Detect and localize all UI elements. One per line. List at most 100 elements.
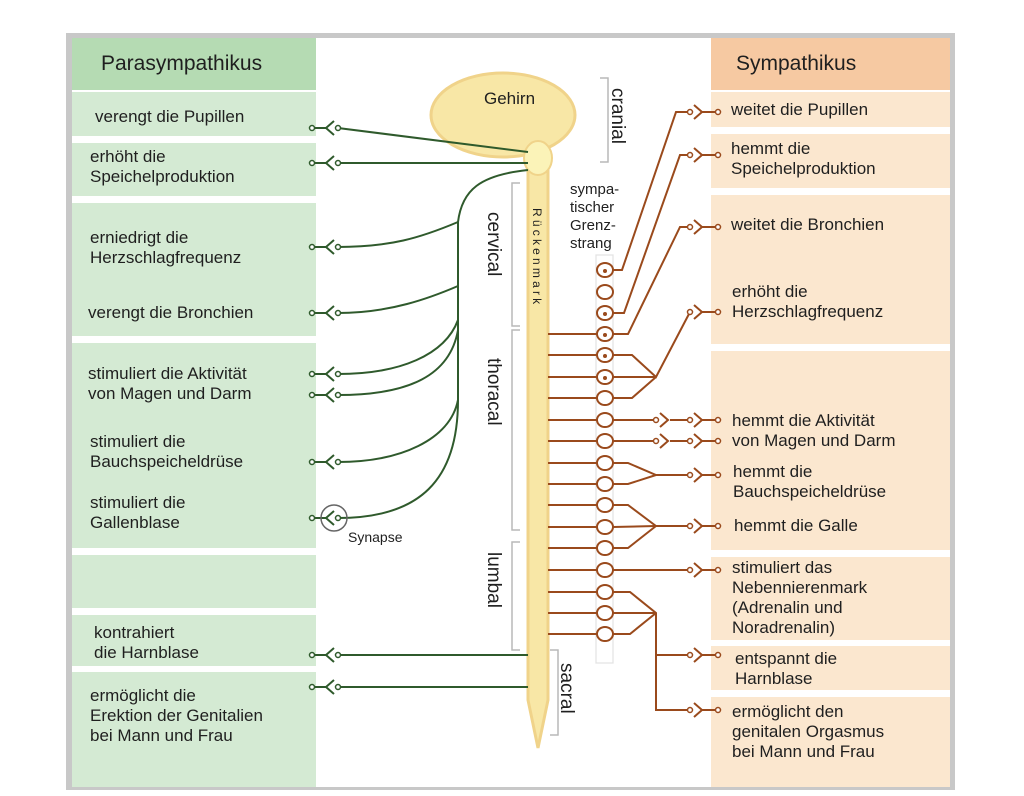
sympathetic-chain-label-line: strang xyxy=(570,235,612,252)
nerve-ending-dot xyxy=(714,151,722,159)
sympathetic-chain-label-line: Grenz- xyxy=(570,217,616,234)
sympathetic-fiber xyxy=(613,311,691,379)
nerve-ending-dot xyxy=(308,309,316,317)
nerve-ending-dot xyxy=(308,458,316,466)
synapse-dot xyxy=(686,706,694,714)
synapse-chevron xyxy=(324,366,335,382)
region-brackets xyxy=(511,77,609,736)
nerve-ending-dot xyxy=(308,124,316,132)
sym-effect-bauchspeichel: hemmt die Bauchspeicheldrüse xyxy=(733,462,887,501)
para-effect-herz: erniedrigt die Herzschlagfrequenz xyxy=(90,228,242,267)
bracket-sacral xyxy=(550,649,559,736)
sym-effect-bronchien: weitet die Bronchien xyxy=(731,215,885,234)
nerve-ending-dot xyxy=(714,437,722,445)
nerve-ending-dot xyxy=(308,683,316,691)
synapse-chevron xyxy=(693,147,704,163)
synapse-dot xyxy=(334,458,342,466)
region-thoracal: thoracal xyxy=(483,358,504,426)
bracket-cervical xyxy=(511,182,520,327)
synapse-chevron xyxy=(693,518,704,534)
sym-box-bronchien-herz: weitet die Bronchien erhöht die Herzschl… xyxy=(711,195,950,344)
region-cervical: cervical xyxy=(483,212,504,276)
sympathikus-title: Sympathikus xyxy=(736,52,857,75)
synapse-chevron xyxy=(324,647,335,663)
nerve-ending-dot xyxy=(308,651,316,659)
synapse-chevron xyxy=(693,562,704,578)
sympathetic-fiber xyxy=(613,504,690,527)
sympathetic-fiber xyxy=(613,462,690,476)
synapse-dot xyxy=(686,566,694,574)
synapse-dot xyxy=(686,437,694,445)
parasympathetic-fiber xyxy=(337,319,459,375)
sym-box-orgasmus: ermöglicht den genitalen Orgasmus bei Ma… xyxy=(711,697,950,787)
sympathetic-fiber xyxy=(613,525,657,549)
synapse-label: Synapse xyxy=(348,529,403,545)
sympathetic-ganglion xyxy=(596,284,614,300)
sympathetic-chain-label-line: tischer xyxy=(570,199,614,216)
synapse-dot xyxy=(686,651,694,659)
sym-effect-pupillen: weitet die Pupillen xyxy=(731,100,869,119)
synapse-dot xyxy=(686,223,694,231)
sym-effect-galle: hemmt die Galle xyxy=(734,516,858,535)
sympathetic-fiber xyxy=(613,226,690,335)
para-effect-bronchien: verengt die Bronchien xyxy=(88,303,254,322)
nerve-ending-dot xyxy=(714,566,722,574)
synapse-dot xyxy=(334,309,342,317)
sym-effect-orgasmus: ermöglicht den genitalen Orgasmus bei Ma… xyxy=(732,702,885,761)
parasympathikus-header: Parasympathikus xyxy=(72,38,316,90)
synapse-chevron xyxy=(693,412,704,428)
synapse-chevron xyxy=(693,104,704,120)
synapse-dot xyxy=(334,391,342,399)
para-effect-genitalien: ermöglicht die Erektion der Genitalien b… xyxy=(90,686,263,745)
sym-effect-speichel: hemmt die Speichelproduktion xyxy=(731,139,876,178)
sym-effect-harnblase: entspannt die Harnblase xyxy=(735,649,838,688)
synapse-highlight xyxy=(320,504,348,532)
bracket-lumbal xyxy=(511,541,520,651)
parasympathetic-fiber xyxy=(337,285,459,314)
sympathetic-chain-label-line: sympa- xyxy=(570,181,619,198)
sympathetic-ganglion xyxy=(596,476,614,492)
sympathetic-fiber xyxy=(613,154,690,314)
synapse-chevron xyxy=(324,305,335,321)
sym-effect-magen-darm: hemmt die Aktivität von Magen und Darm xyxy=(732,411,896,450)
para-box-harnblase: kontrahiert die Harnblase xyxy=(72,615,316,666)
nerve-ending-dot xyxy=(714,706,722,714)
ganglion-nucleus xyxy=(603,269,607,273)
sympathetic-ganglion xyxy=(596,433,614,449)
nerve-ending-dot xyxy=(714,522,722,530)
bracket-thoracal xyxy=(511,329,520,531)
sym-effect-nebenniere: stimuliert das Nebennierenmark (Adrenali… xyxy=(732,558,868,637)
parasympathetic-fiber xyxy=(337,127,529,153)
region-sacral: sacral xyxy=(556,663,577,714)
nerve-ending-dot xyxy=(714,308,722,316)
brain-label: Gehirn xyxy=(484,89,535,108)
sym-box-harnblase: entspannt die Harnblase xyxy=(711,646,950,690)
brainstem xyxy=(523,140,553,176)
sympathetic-fiber xyxy=(613,612,657,635)
spinal-cord-label: Rückenmark xyxy=(530,208,544,307)
synapse-chevron xyxy=(324,454,335,470)
para-box-verdauung: stimuliert die Aktivität von Magen und D… xyxy=(72,343,316,548)
nerve-ending-dot xyxy=(714,651,722,659)
sympathikus-header: Sympathikus xyxy=(711,38,950,90)
synapse-dot xyxy=(334,683,342,691)
synapse-chevron xyxy=(659,412,670,428)
bracket-cranial xyxy=(600,77,609,163)
synapse-chevron xyxy=(693,304,704,320)
synapse-chevron xyxy=(324,239,335,255)
ganglion-nucleus xyxy=(603,354,607,358)
synapse-dot xyxy=(686,151,694,159)
parasympathikus-title: Parasympathikus xyxy=(101,52,263,75)
synapse-dot xyxy=(334,370,342,378)
nerve-ending-dot xyxy=(308,370,316,378)
para-effect-bauchspeichel: stimuliert die Bauchspeicheldrüse xyxy=(90,432,244,471)
sympathetic-ganglion xyxy=(596,605,614,621)
para-box-speichel: erhöht die Speichelproduktion xyxy=(72,143,316,196)
nerve-ending-dot xyxy=(714,108,722,116)
synapse-chevron xyxy=(693,433,704,449)
sympathetic-ganglion xyxy=(596,412,614,428)
sympathetic-ganglion xyxy=(596,584,614,600)
nerve-ending-dot xyxy=(714,416,722,424)
brain-shape xyxy=(429,71,577,159)
